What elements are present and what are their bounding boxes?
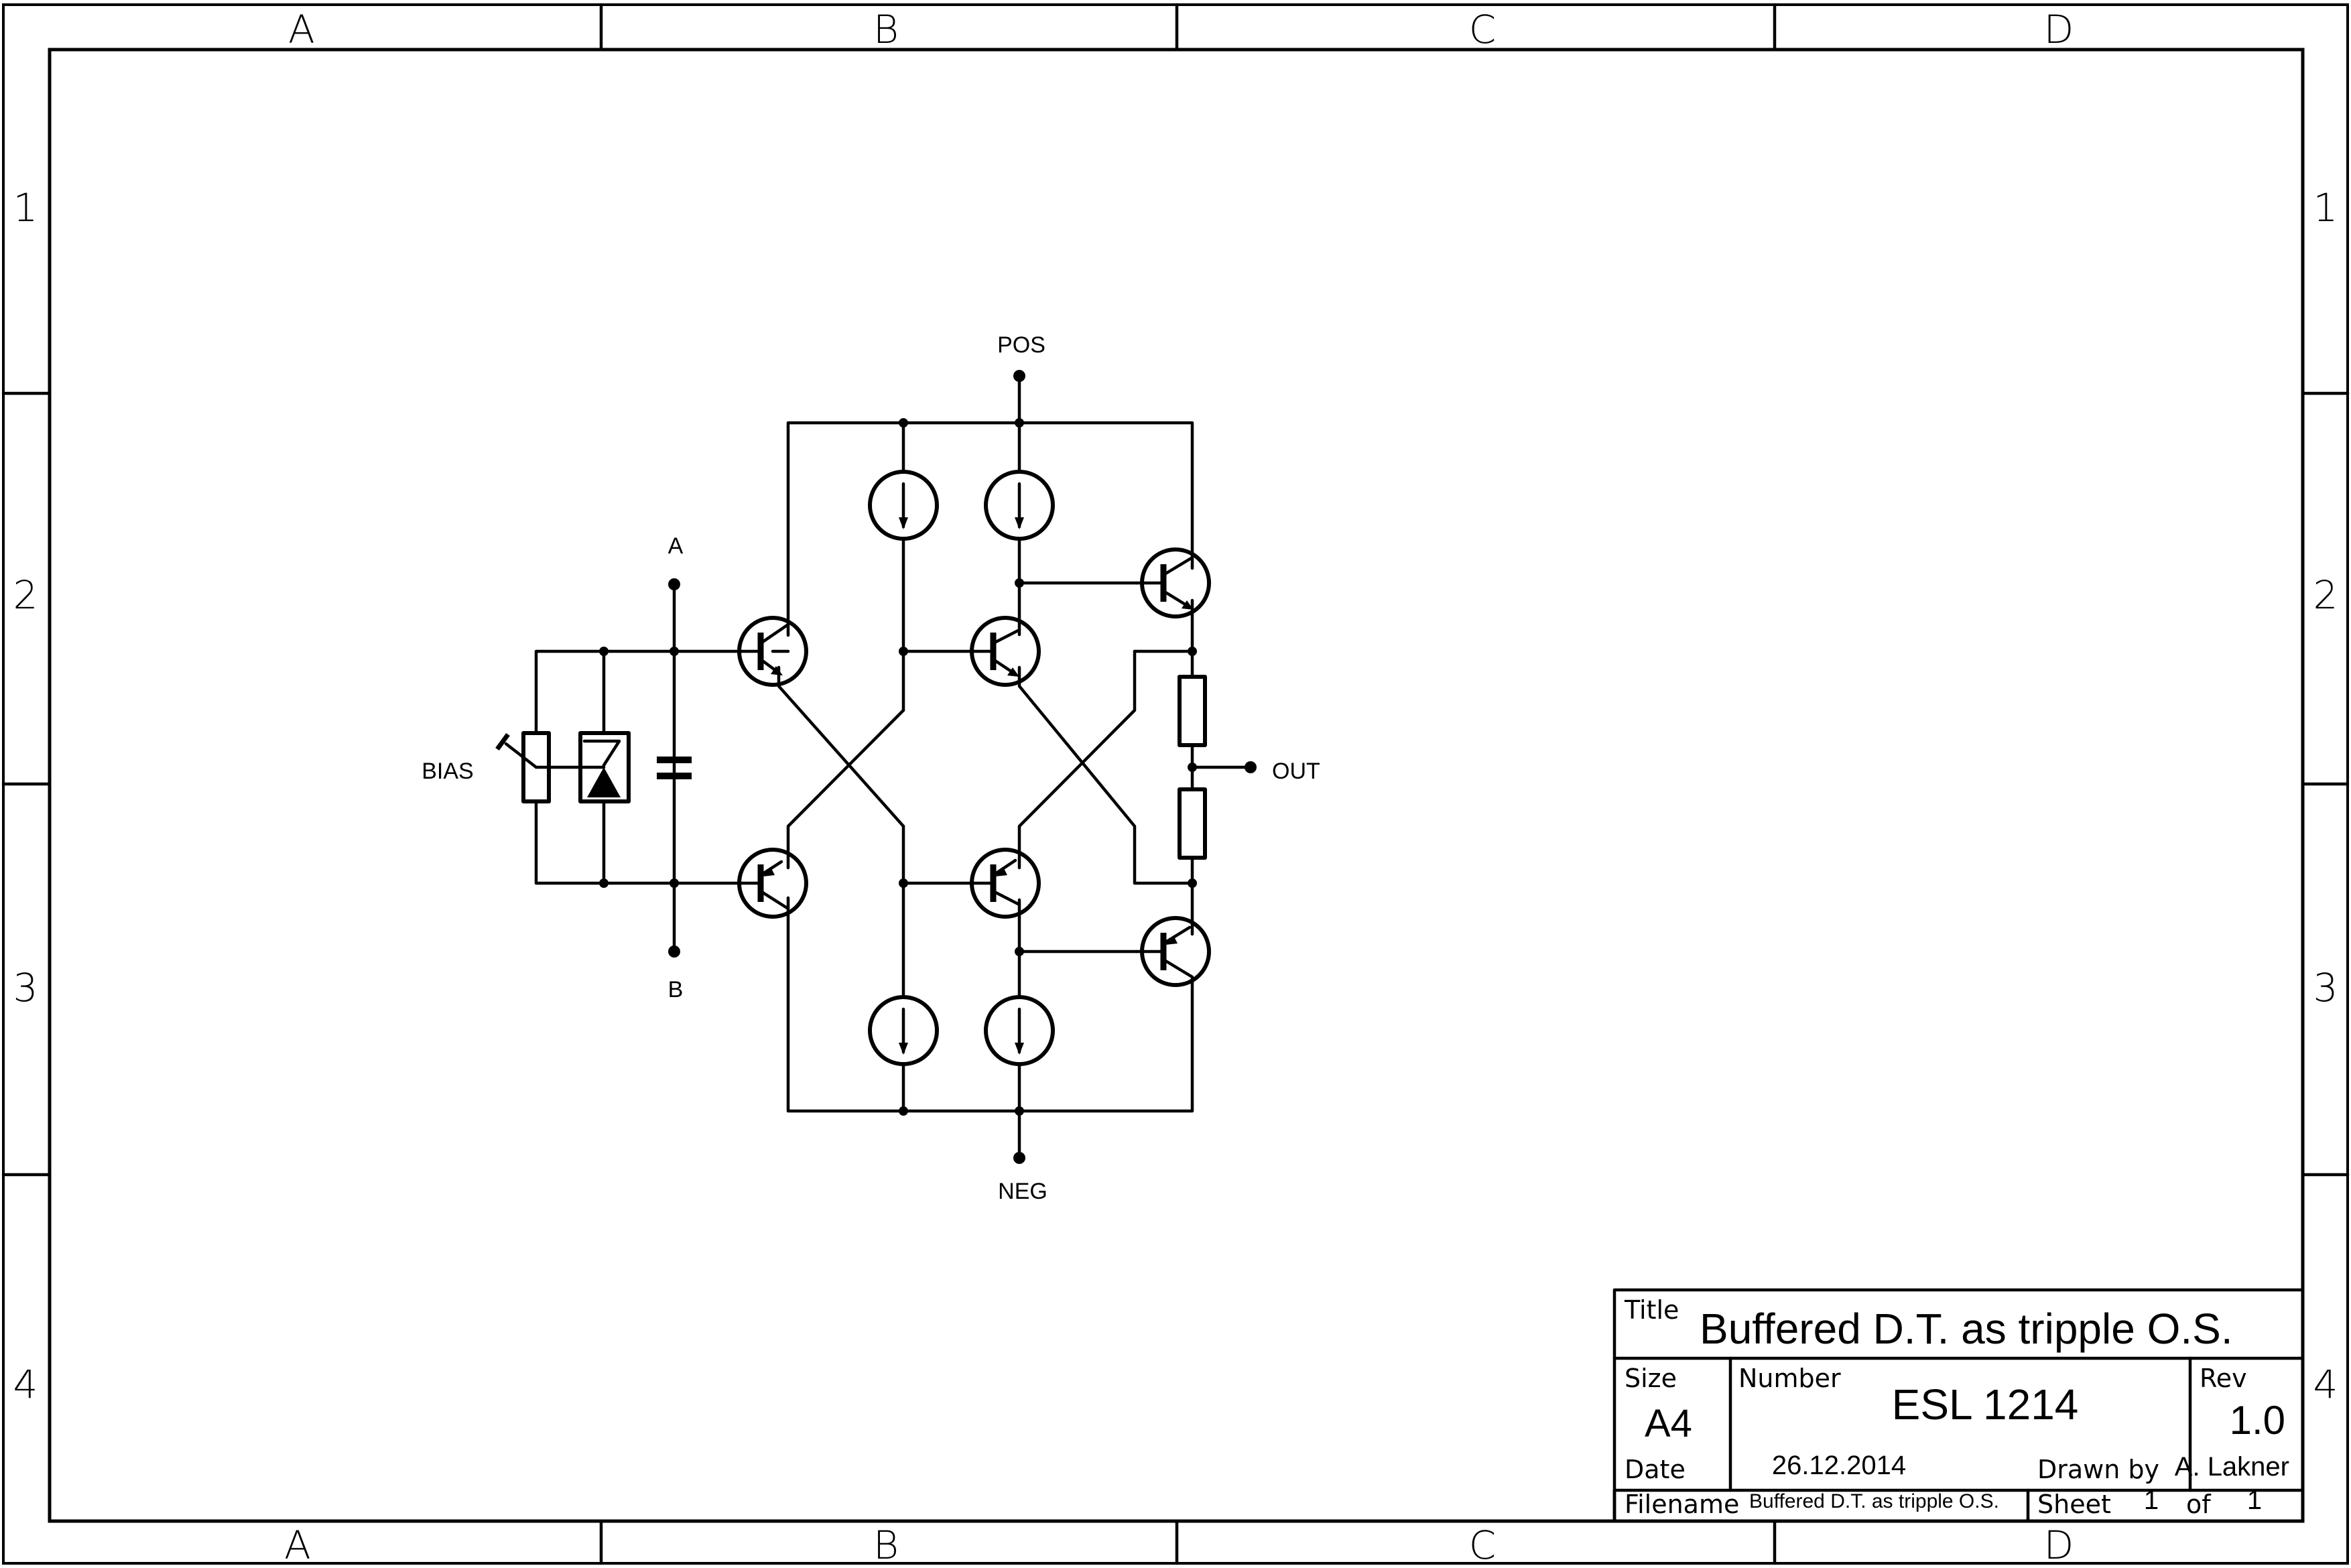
junction-dots <box>599 370 1257 1164</box>
junction-dot <box>899 418 908 428</box>
drawing-frame <box>1 3 2350 1565</box>
drawing-title: Buffered D.T. as tripple O.S. <box>1700 1305 2233 1353</box>
size-label: Size <box>1625 1364 1677 1393</box>
current-source-1[interactable] <box>868 470 939 541</box>
row-label-left-2: 2 <box>13 572 38 618</box>
bias-potentiometer[interactable] <box>495 731 551 803</box>
transistor-q1-npn[interactable] <box>737 616 808 687</box>
number-label: Number <box>1738 1364 1841 1393</box>
col-label-top-b: B <box>873 7 899 52</box>
capacitor[interactable] <box>657 757 692 779</box>
row-label-right-4: 4 <box>2313 1362 2338 1407</box>
col-label-bottom-b: B <box>873 1522 899 1568</box>
transistor-q2-npn[interactable] <box>970 616 1041 687</box>
junction-dot <box>1188 763 1197 772</box>
current-source-3[interactable] <box>868 995 939 1066</box>
sheet-size: A4 <box>1645 1402 1692 1445</box>
junction-dot <box>1188 647 1197 656</box>
junction-dot <box>1015 1106 1024 1116</box>
current-source-2[interactable] <box>984 470 1055 541</box>
row-label-right-1: 1 <box>2313 185 2338 231</box>
out-terminal[interactable] <box>1245 761 1257 773</box>
pos-terminal[interactable] <box>1013 370 1025 382</box>
row-label-left-4: 4 <box>13 1362 38 1407</box>
zener-diode[interactable] <box>578 731 631 803</box>
junction-dot <box>899 878 908 888</box>
zone-labels: A B C D A B C D 1 2 3 4 1 2 3 4 <box>13 7 2338 1568</box>
resistor-bottom[interactable] <box>1178 787 1207 860</box>
neg-terminal[interactable] <box>1013 1152 1025 1164</box>
resistor-top[interactable] <box>1178 675 1207 747</box>
transistor-q5-npn-output[interactable] <box>1135 547 1211 618</box>
drawing-filename: Buffered D.T. as tripple O.S. <box>1749 1490 1999 1512</box>
row-label-left-1: 1 <box>13 185 38 231</box>
wires <box>534 374 1253 1160</box>
revision: 1.0 <box>2230 1398 2285 1443</box>
col-label-bottom-d: D <box>2044 1522 2074 1568</box>
transistor-q4-pnp[interactable] <box>970 848 1041 919</box>
pos-label: POS <box>997 332 1045 358</box>
col-label-top-d: D <box>2044 7 2074 52</box>
rev-label: Rev <box>2200 1364 2247 1393</box>
date-label: Date <box>1625 1455 1686 1484</box>
neg-label: NEG <box>998 1179 1047 1204</box>
current-source-4[interactable] <box>984 995 1055 1066</box>
sheet-total: 1 <box>2247 1486 2262 1515</box>
drawn-by-label: Drawn by <box>2037 1455 2159 1484</box>
junction-dot <box>899 647 908 656</box>
title-block: Title Buffered D.T. as tripple O.S. Size… <box>1612 1288 2305 1523</box>
of-label: of <box>2186 1490 2212 1519</box>
sheet-label: Sheet <box>2037 1490 2111 1519</box>
col-label-bottom-a: A <box>284 1522 311 1568</box>
col-label-top-a: A <box>288 7 315 52</box>
row-label-left-3: 3 <box>13 965 38 1010</box>
row-label-right-3: 3 <box>2313 965 2338 1010</box>
col-label-bottom-c: C <box>1469 1522 1497 1568</box>
junction-dot <box>599 647 609 656</box>
b-label: B <box>668 977 684 1002</box>
junction-dot <box>899 1106 908 1116</box>
transistor-q3-pnp[interactable] <box>737 848 808 919</box>
bias-label: BIAS <box>422 759 473 784</box>
row-label-right-2: 2 <box>2313 572 2338 618</box>
drawing-date: 26.12.2014 <box>1772 1451 1906 1480</box>
transistor-q6-pnp-output[interactable] <box>1135 916 1211 987</box>
b-terminal[interactable] <box>668 945 680 958</box>
out-label: OUT <box>1272 759 1320 784</box>
junction-dot <box>599 878 609 888</box>
drawn-by-name: A. Lakner <box>2175 1452 2289 1482</box>
col-label-top-c: C <box>1469 7 1497 52</box>
junction-dot <box>670 647 679 656</box>
title-label: Title <box>1624 1295 1679 1325</box>
junction-dot <box>1015 947 1024 956</box>
junction-dot <box>1188 878 1197 888</box>
junction-dot <box>1015 418 1024 428</box>
a-label: A <box>668 533 684 559</box>
drawing-number: ESL 1214 <box>1892 1380 2079 1429</box>
filename-label: Filename <box>1625 1490 1739 1519</box>
junction-dot <box>1015 578 1024 588</box>
a-terminal[interactable] <box>668 578 680 590</box>
junction-dot <box>670 878 679 888</box>
sheet-number: 1 <box>2144 1486 2159 1515</box>
